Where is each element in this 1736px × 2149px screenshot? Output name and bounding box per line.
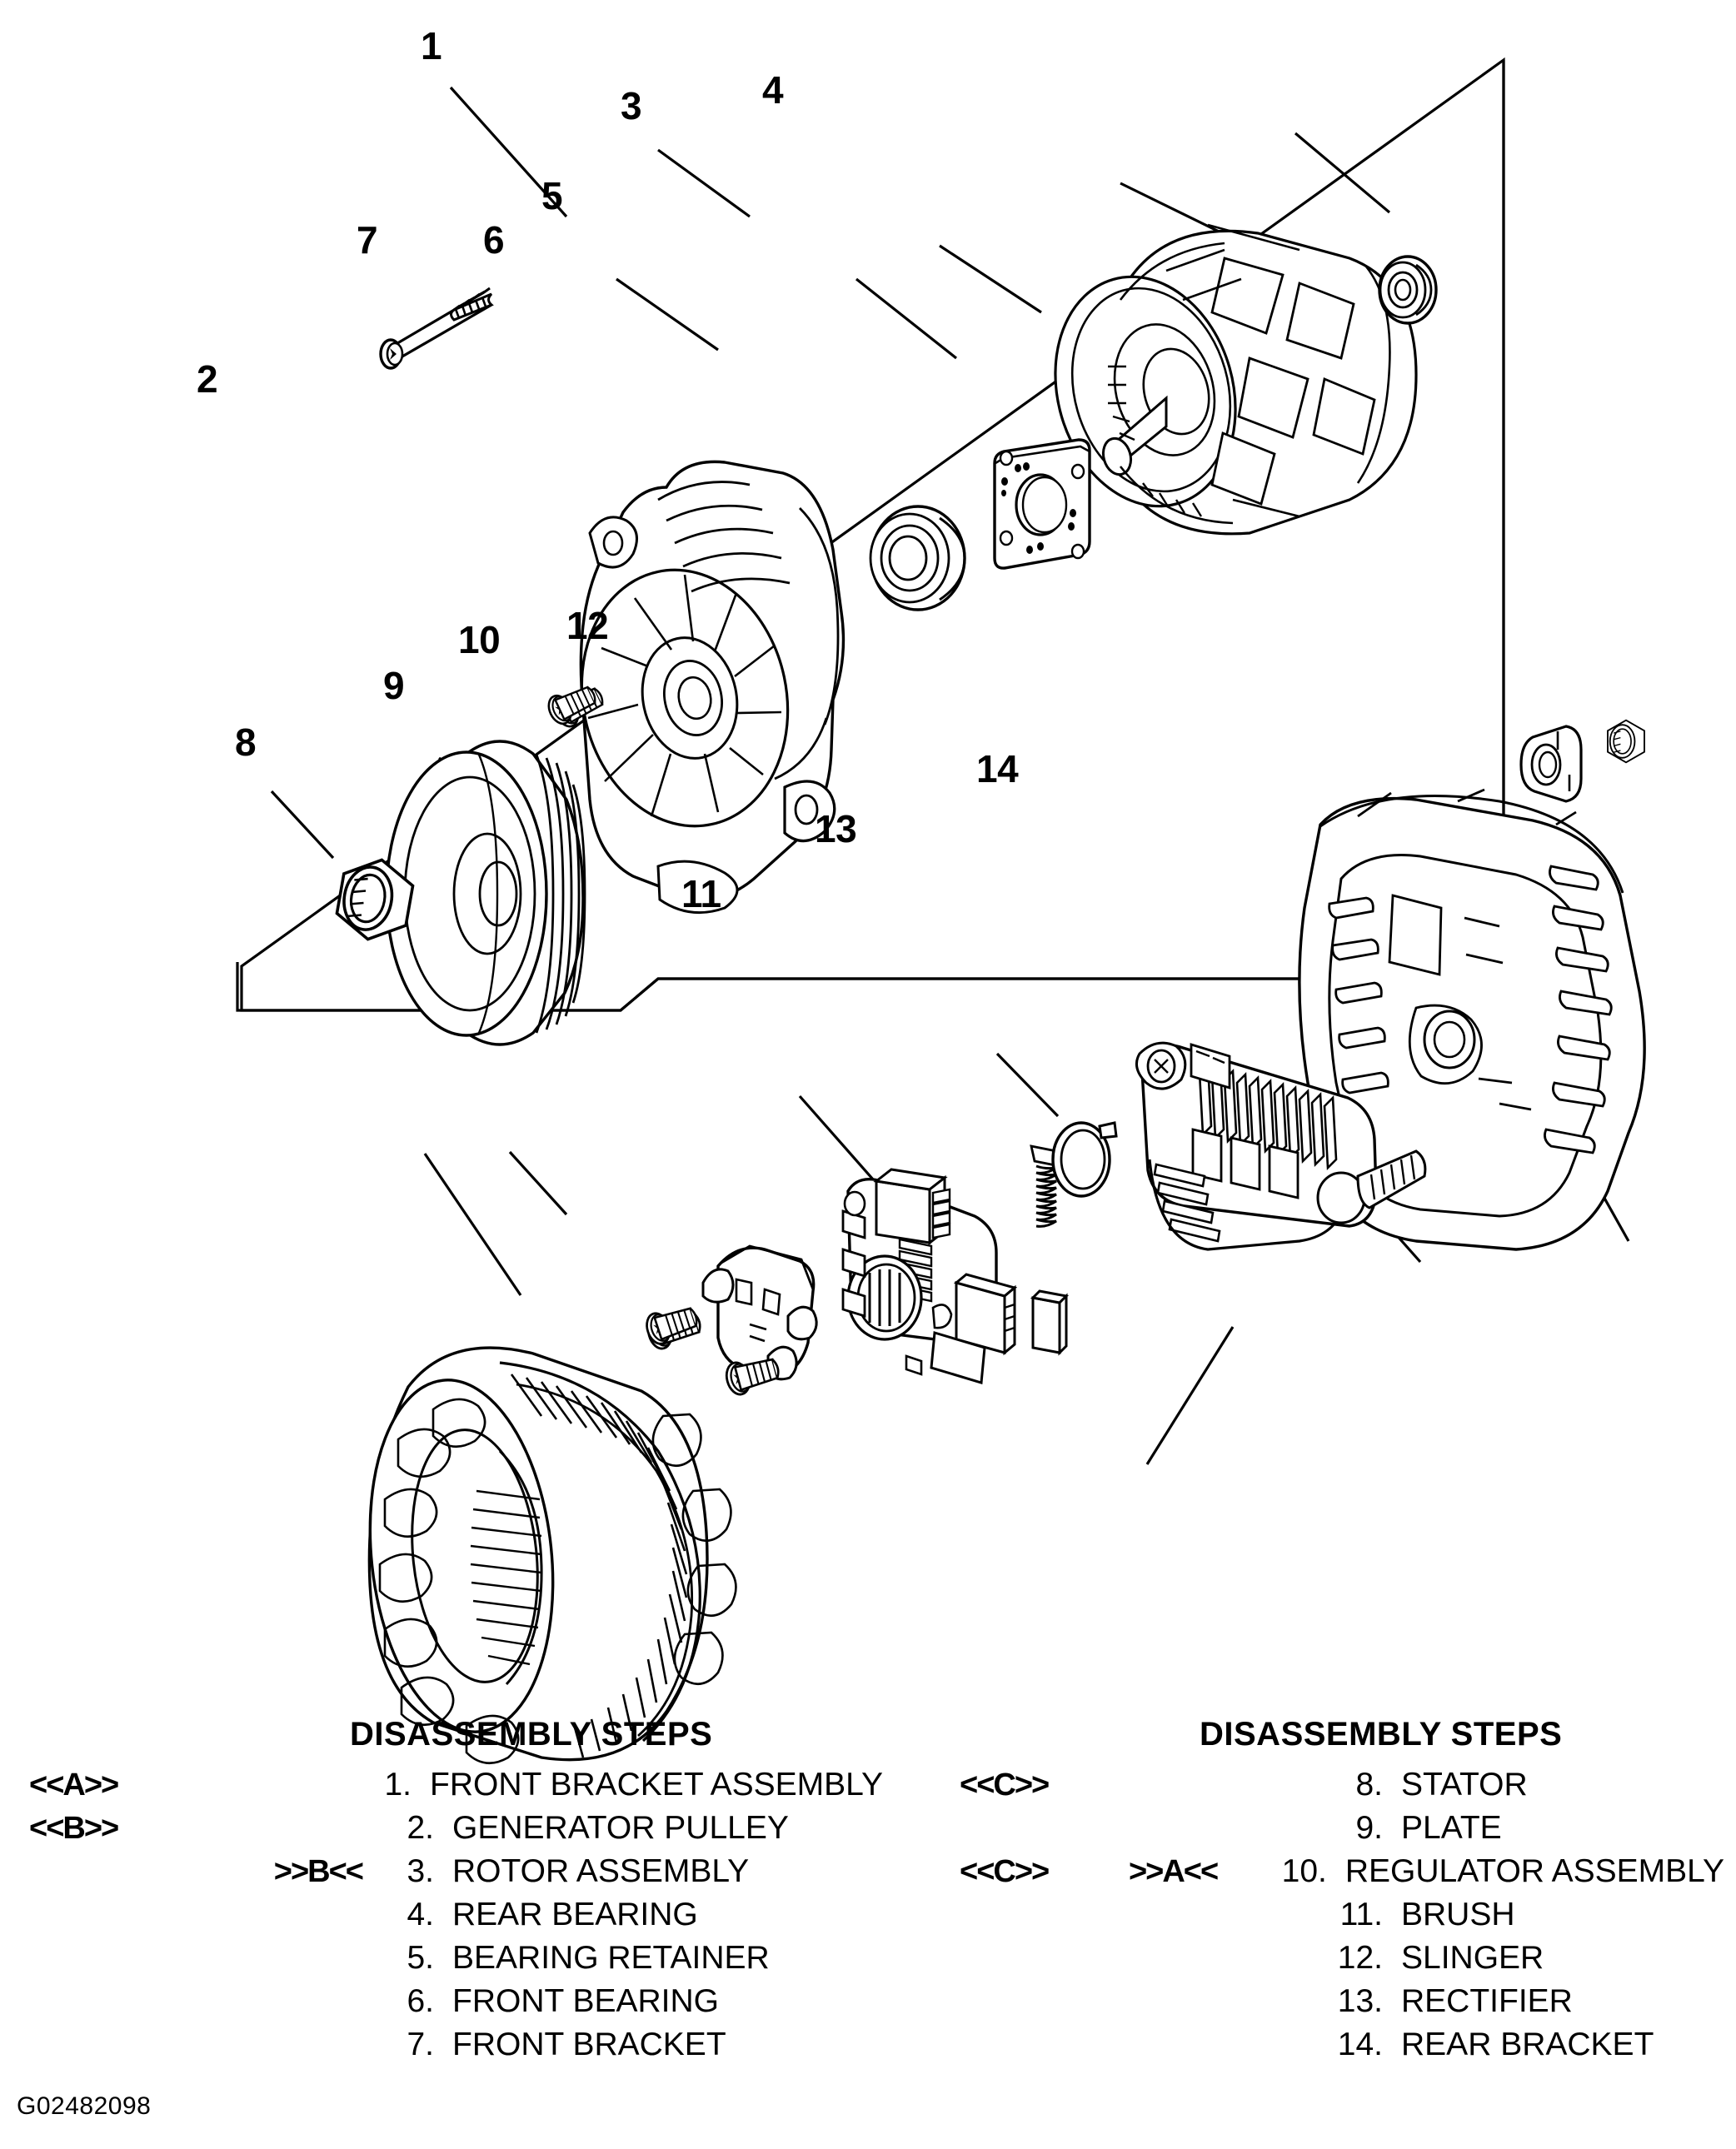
leader-8b xyxy=(423,1153,522,1296)
generator-pulley-drawing xyxy=(385,740,586,1046)
leader-7 xyxy=(616,277,719,352)
long-bolt-icon xyxy=(379,287,494,370)
leader-4 xyxy=(1294,132,1391,214)
legend-number: 12. xyxy=(1337,1940,1383,1976)
legend-part-label: BRUSH xyxy=(1401,1897,1515,1932)
legend-title-left: DISASSEMBLY STEPS xyxy=(350,1716,713,1753)
legend-row: 5. BEARING RETAINER xyxy=(17,1940,883,1983)
legend-row: <<A>> 1. FRONT BRACKET ASSEMBLY xyxy=(17,1767,883,1810)
legend-row: 4. REAR BEARING xyxy=(17,1897,883,1940)
callout-7: 7 xyxy=(357,218,378,262)
legend-part-label: FRONT BEARING xyxy=(452,1983,719,2019)
front-bearing-drawing xyxy=(869,505,966,611)
callout-3: 3 xyxy=(621,84,642,127)
legend-number: 13. xyxy=(1337,1983,1383,2019)
legend-rows-right: <<C>> 8. STATOR 9. PLATE <<C>> >>A<< 10.… xyxy=(941,1767,1724,2070)
callout-12: 12 xyxy=(566,604,609,647)
legend-number: 11. xyxy=(1339,1897,1383,1932)
legend-marker-a: <<C>> xyxy=(960,1854,1050,1889)
document-id-code: G02482098 xyxy=(17,2092,152,2120)
legend-number: 14. xyxy=(1337,2027,1383,2062)
legend-title-right: DISASSEMBLY STEPS xyxy=(1200,1716,1563,1753)
callout-1: 1 xyxy=(421,24,442,67)
leader-3 xyxy=(657,148,751,218)
legend-part-label: REGULATOR ASSEMBLY xyxy=(1344,1853,1724,1889)
rotor-assembly-drawing xyxy=(1054,223,1418,536)
leader-9b xyxy=(508,1150,568,1216)
legend-row: 7. FRONT BRACKET xyxy=(17,2027,883,2070)
leader-5 xyxy=(939,244,1042,314)
legend-row: <<C>> >>A<< 10. REGULATOR ASSEMBLY xyxy=(941,1853,1724,1897)
leader-1 xyxy=(449,86,568,218)
small-nut-icon xyxy=(1607,719,1645,764)
plate-drawing xyxy=(701,1244,818,1381)
callout-10: 10 xyxy=(458,618,501,661)
leader-12 xyxy=(995,1052,1060,1118)
legend-number: 5. xyxy=(407,1940,434,1976)
legend-part-label: FRONT BRACKET xyxy=(452,2027,726,2062)
legend-number: 4. xyxy=(407,1897,434,1932)
legend-part-label: ROTOR ASSEMBLY xyxy=(452,1853,750,1889)
legend-row: <<B>> 2. GENERATOR PULLEY xyxy=(17,1810,883,1853)
leader-8 xyxy=(270,790,335,860)
legend-row: 14. REAR BRACKET xyxy=(941,2027,1724,2070)
legend-part-label: REAR BRACKET xyxy=(1401,2027,1654,2062)
bearing-retainer-drawing xyxy=(993,438,1091,570)
callout-13: 13 xyxy=(815,807,857,850)
callout-8: 8 xyxy=(235,720,257,764)
legend-marker-b: >>A<< xyxy=(1128,1854,1219,1889)
legend-row: 9. PLATE xyxy=(941,1810,1724,1853)
legend-number: 3. xyxy=(407,1853,434,1889)
legend-number: 1. xyxy=(384,1767,412,1802)
legend-part-label: STATOR xyxy=(1401,1767,1528,1802)
callout-9: 9 xyxy=(383,664,405,707)
legend-number: 9. xyxy=(1355,1810,1383,1846)
legend-marker-a: <<C>> xyxy=(960,1768,1050,1802)
legend-rows-left: <<A>> 1. FRONT BRACKET ASSEMBLY <<B>> 2.… xyxy=(17,1767,883,2070)
legend-row: 12. SLINGER xyxy=(941,1940,1724,1983)
stator-drawing xyxy=(367,1346,737,1764)
rear-bearing-drawing xyxy=(1378,255,1438,325)
front-bracket-drawing xyxy=(579,460,846,915)
legend-number: 2. xyxy=(407,1810,434,1846)
legend-part-label: GENERATOR PULLEY xyxy=(452,1810,789,1846)
callout-4: 4 xyxy=(762,68,784,112)
legend-part-label: BEARING RETAINER xyxy=(452,1940,770,1976)
leader-6 xyxy=(856,277,957,360)
legend-marker-a: <<A>> xyxy=(29,1768,119,1802)
callout-2: 2 xyxy=(197,357,218,401)
legend-row: 6. FRONT BEARING xyxy=(17,1983,883,2027)
legend-part-label: REAR BEARING xyxy=(452,1897,698,1932)
callout-14: 14 xyxy=(976,747,1019,790)
legend-row: >>B<< 3. ROTOR ASSEMBLY xyxy=(17,1853,883,1897)
leader-11 xyxy=(1145,1326,1235,1465)
legend-number: 8. xyxy=(1355,1767,1383,1802)
legend-number: 10. xyxy=(1281,1853,1327,1889)
legend-part-label: FRONT BRACKET ASSEMBLY xyxy=(430,1767,883,1802)
callout-5: 5 xyxy=(541,174,563,217)
regulator-assembly-drawing xyxy=(841,1168,1018,1384)
legend-number: 6. xyxy=(407,1983,434,2019)
legend-row: 13. RECTIFIER xyxy=(941,1983,1724,2027)
legend-row: 11. BRUSH xyxy=(941,1897,1724,1940)
terminal-bushing-icon xyxy=(1519,725,1583,803)
legend-marker-b: >>B<< xyxy=(273,1854,364,1889)
callout-11: 11 xyxy=(681,872,721,915)
legend-column-right: DISASSEMBLY STEPS <<C>> 8. STATOR 9. PLA… xyxy=(941,1716,1724,2070)
legend-part-label: SLINGER xyxy=(1401,1940,1544,1976)
legend-number: 7. xyxy=(407,2027,434,2062)
legend-part-label: RECTIFIER xyxy=(1401,1983,1573,2019)
rectifier-drawing xyxy=(1135,1041,1427,1251)
callout-6: 6 xyxy=(483,218,505,262)
legend-marker-a: <<B>> xyxy=(29,1811,119,1846)
legend-part-label: PLATE xyxy=(1401,1810,1502,1846)
slinger-drawing xyxy=(1051,1121,1118,1198)
rear-bracket-drawing xyxy=(1298,788,1646,1251)
legend-row: <<C>> 8. STATOR xyxy=(941,1767,1724,1810)
disassembly-legend: DISASSEMBLY STEPS <<A>> 1. FRONT BRACKET… xyxy=(0,1716,1736,2149)
legend-column-left: DISASSEMBLY STEPS <<A>> 1. FRONT BRACKET… xyxy=(17,1716,883,2070)
